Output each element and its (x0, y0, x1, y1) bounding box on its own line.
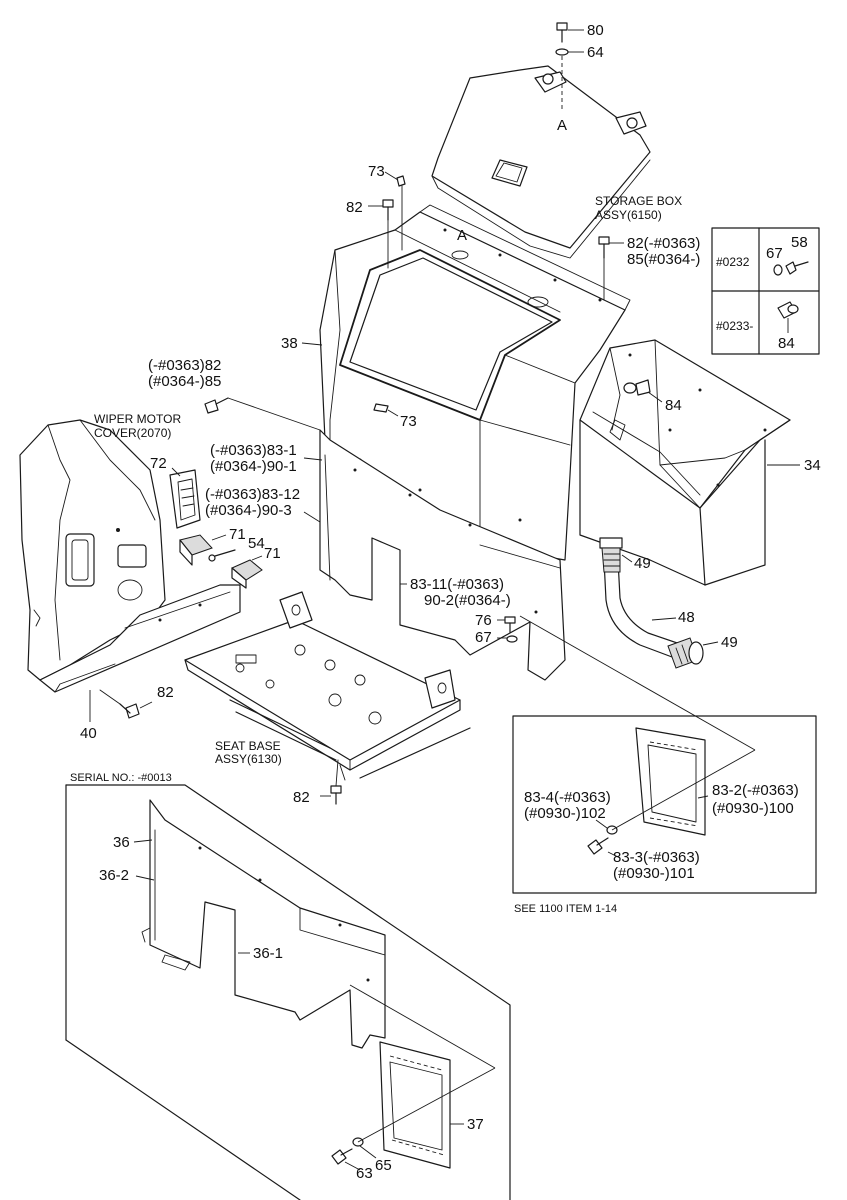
label-64: 64 (587, 44, 604, 61)
label-83-3-1: 83-3(-#0363) (613, 849, 700, 866)
label-82-left-1: (-#0363)82 (148, 357, 221, 374)
label-37: 37 (467, 1116, 484, 1133)
bolt-82-bottom (320, 759, 342, 805)
variant-table (711, 227, 820, 355)
label-82-right-2: 85(#0364-) (627, 251, 700, 268)
label-49-a: 49 (634, 555, 651, 572)
label-73-top: 73 (368, 163, 385, 180)
screw-63 (331, 1148, 361, 1171)
lower-panel-83 (319, 429, 566, 681)
label-36-2: 36-2 (99, 867, 129, 884)
label-82-right-1: 82(-#0363) (627, 235, 700, 252)
panel-36 (141, 799, 386, 1049)
label-84: 84 (665, 397, 682, 414)
drain-hose-48 (599, 537, 704, 669)
label-83-2-2: (#0930-)100 (712, 800, 794, 817)
label-83-4-2: (#0930-)102 (524, 805, 606, 822)
label-82-lower: 82 (157, 684, 174, 701)
detail-box (512, 715, 817, 894)
bolt-84 (623, 379, 663, 403)
label-see-note: SEE 1100 ITEM 1-14 (514, 903, 617, 915)
label-83-11-1: 83-11(-#0363) (410, 576, 504, 593)
plate-37 (379, 1041, 464, 1169)
variant-label-58: 58 (791, 234, 808, 251)
label-seat-base-1: SEAT BASE (215, 739, 281, 753)
label-49-b: 49 (721, 634, 738, 651)
label-storage-box-2: ASSY(6150) (595, 208, 662, 222)
label-73-mid: 73 (400, 413, 417, 430)
label-76: 76 (475, 612, 492, 629)
block-71-b (231, 555, 263, 589)
label-72: 72 (150, 455, 167, 472)
label-serial-no: SERIAL NO.: -#0013 (70, 772, 172, 784)
label-83-11-2: 90-2(#0364-) (424, 592, 511, 609)
label-detail-a-top: A (557, 117, 567, 134)
label-54: 54 (248, 535, 265, 552)
label-storage-box-1: STORAGE BOX (595, 194, 682, 208)
label-83-1-2: (#0364-)90-1 (210, 458, 297, 475)
label-36: 36 (113, 834, 130, 851)
label-63: 63 (356, 1165, 373, 1182)
label-80: 80 (587, 22, 604, 39)
label-71-b: 71 (264, 545, 281, 562)
label-38: 38 (281, 335, 298, 352)
label-83-3-2: (#0930-)101 (613, 865, 695, 882)
variant-row2-serial: #0233- (716, 319, 753, 333)
switch-panel-72 (169, 469, 201, 529)
cab-panel-38 (319, 204, 631, 561)
clip-73-top (384, 171, 406, 251)
label-36-1: 36-1 (253, 945, 283, 962)
washer-67-mid (497, 635, 518, 643)
block-71-a (179, 534, 227, 566)
label-82-bottom: 82 (293, 789, 310, 806)
label-34: 34 (804, 457, 821, 474)
label-48: 48 (678, 609, 695, 626)
label-detail-a-bottom: A (457, 227, 467, 244)
label-40: 40 (80, 725, 97, 742)
bolt-82-lower (99, 689, 153, 719)
label-83-12-2: (#0364-)90-3 (205, 502, 292, 519)
variant-label-67: 67 (766, 245, 783, 262)
label-83-1-1: (-#0363)83-1 (210, 442, 297, 459)
label-83-2-1: 83-2(-#0363) (712, 782, 799, 799)
bolt-82-top (368, 199, 394, 269)
label-67-mid: 67 (475, 629, 492, 646)
bolt-82-85-right (598, 236, 624, 301)
variant-label-84: 84 (778, 335, 795, 352)
label-82-left-2: (#0364-)85 (148, 373, 221, 390)
label-83-12-1: (-#0363)83-12 (205, 486, 300, 503)
label-83-4-1: 83-4(-#0363) (524, 789, 611, 806)
label-82-top: 82 (346, 199, 363, 216)
label-wiper-2: COVER(2070) (94, 426, 171, 440)
label-71-a: 71 (229, 526, 246, 543)
bolt-80 (556, 22, 584, 43)
bolt-82-85-left (204, 397, 321, 431)
label-65: 65 (375, 1157, 392, 1174)
variant-row1-serial: #0232 (716, 255, 750, 269)
label-seat-base-2: ASSY(6130) (215, 752, 282, 766)
wiper-motor-cover (19, 419, 166, 681)
screw-54 (208, 549, 236, 562)
seat-base-assy (184, 591, 471, 781)
serial-detail-frame (65, 784, 511, 1200)
label-wiper-1: WIPER MOTOR (94, 412, 181, 426)
washer-65 (352, 1067, 496, 1159)
bolt-76 (497, 616, 516, 633)
washer-64 (555, 48, 584, 56)
lower-panel-40 (39, 584, 241, 693)
storage-box-34 (579, 339, 791, 586)
storage-box-lid (431, 65, 651, 259)
clip-73-mid (373, 403, 399, 417)
